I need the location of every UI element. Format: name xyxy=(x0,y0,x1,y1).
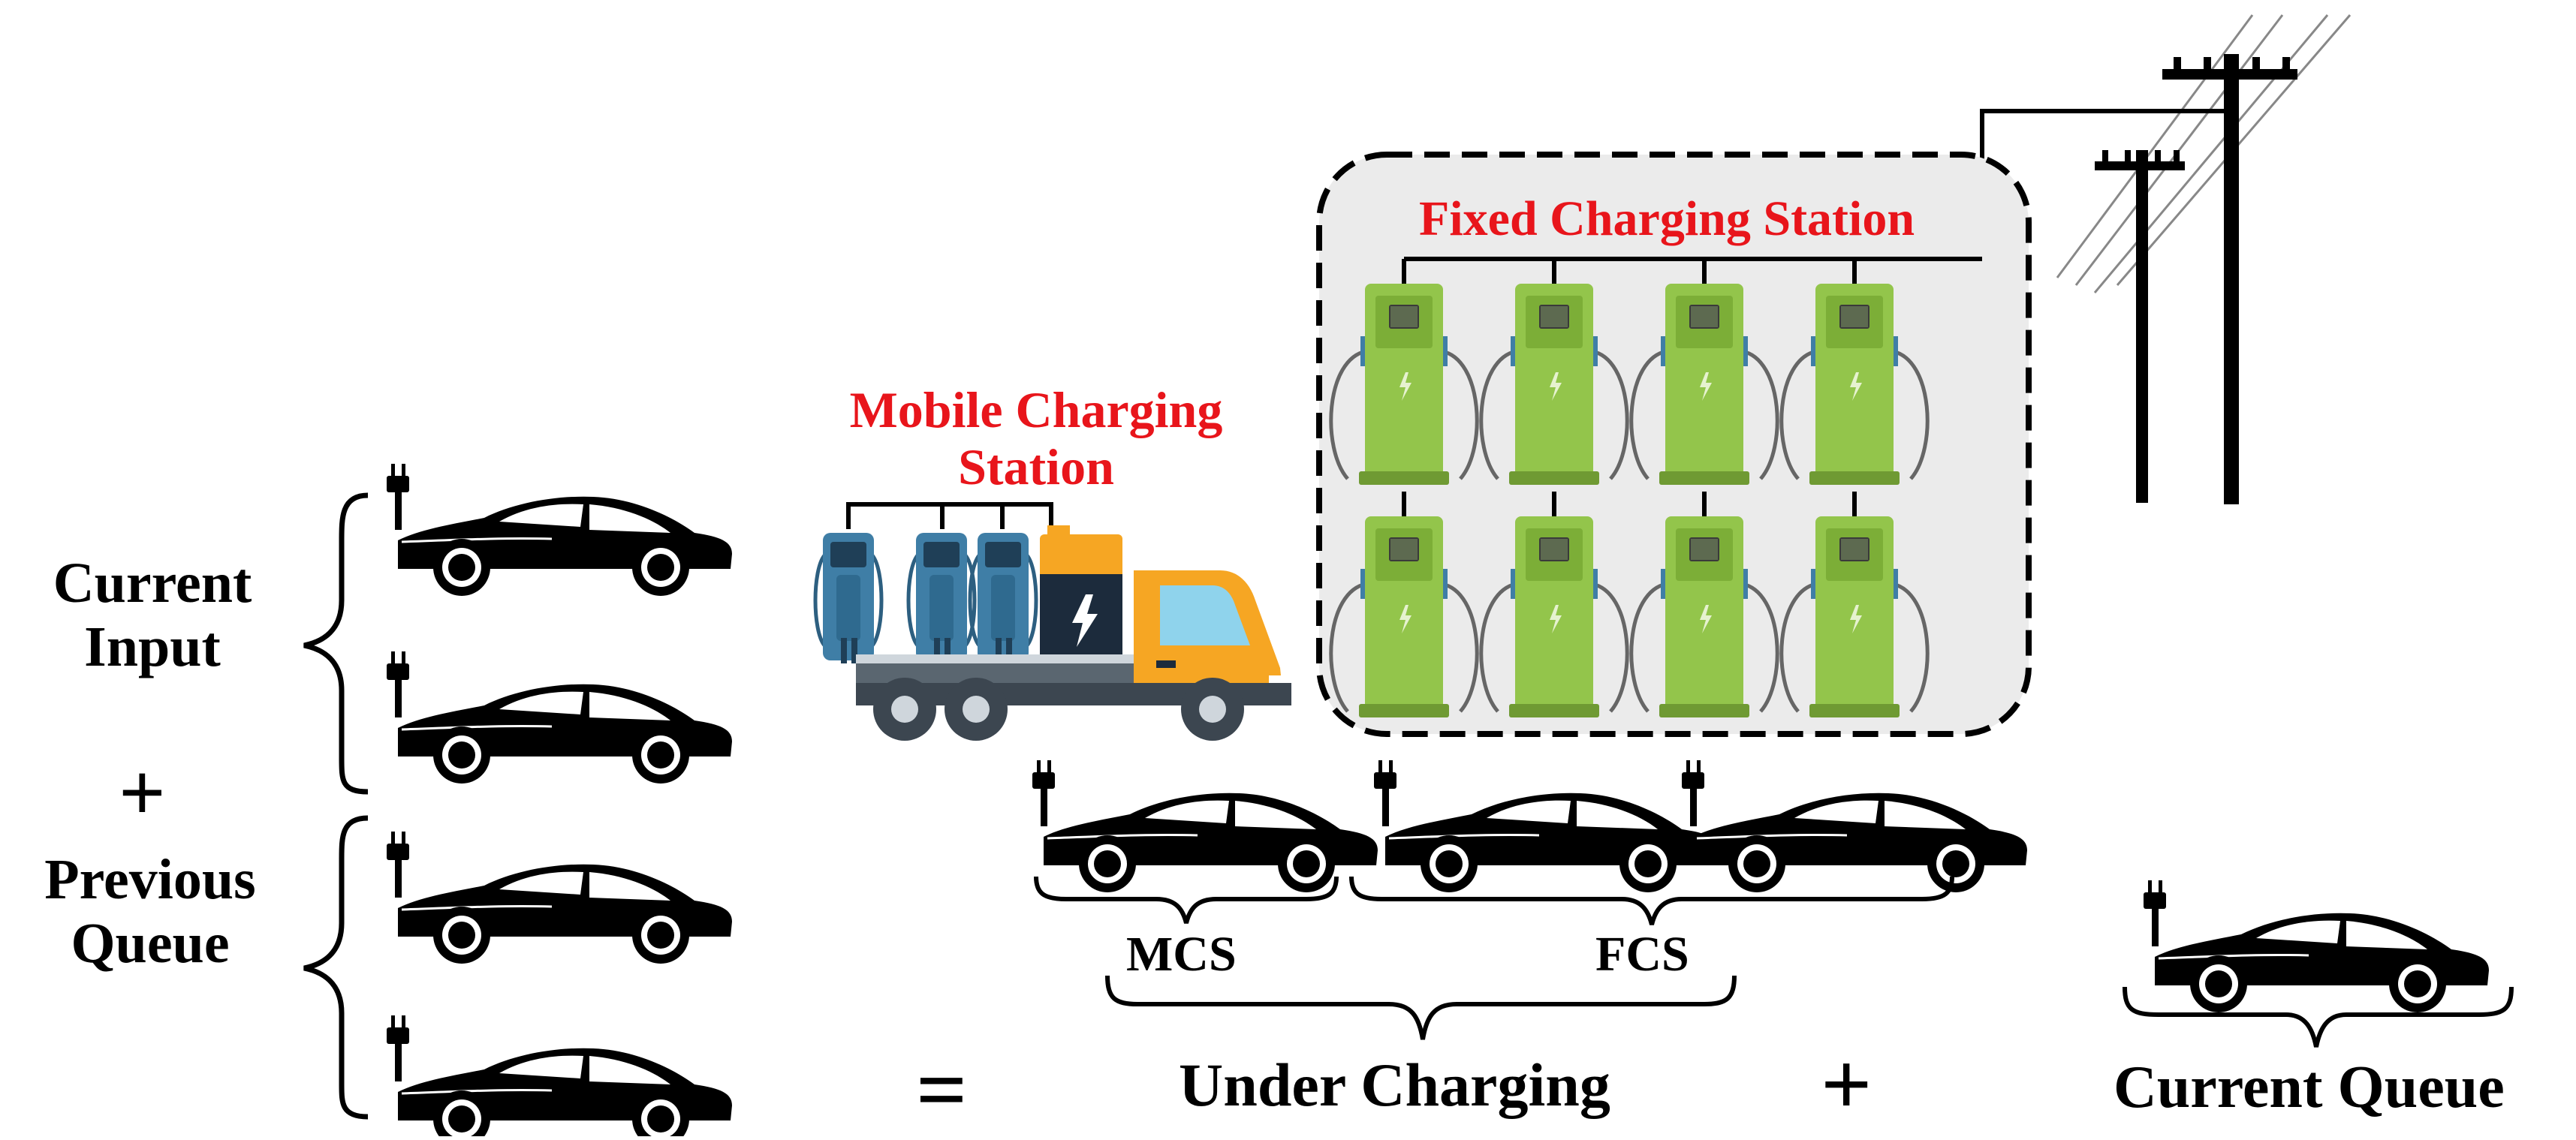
brace-current-input xyxy=(303,492,369,795)
battery-icon xyxy=(1040,525,1122,660)
current-input-line1: Current xyxy=(53,552,252,615)
ev-car-icon xyxy=(385,462,734,597)
current-queue-label: Current Queue xyxy=(2114,1054,2505,1120)
ev-car-icon xyxy=(385,830,734,965)
fixed-station-label: Fixed Charging Station xyxy=(1419,191,1915,246)
previous-queue-line2: Queue xyxy=(71,912,230,976)
charger-icon xyxy=(908,533,975,663)
brace-current-queue xyxy=(2123,986,2514,1048)
ev-car-icon xyxy=(1372,759,1721,894)
ev-car-icon xyxy=(1680,759,2029,894)
equals-sign: = xyxy=(916,1039,968,1139)
previous-queue-label: Previous Queue xyxy=(8,848,293,976)
plus-left: + xyxy=(119,747,166,838)
ev-car-icon xyxy=(385,650,734,785)
previous-queue-line1: Previous xyxy=(44,848,256,911)
current-input-line2: Input xyxy=(84,615,221,679)
ev-car-icon xyxy=(1031,759,1379,894)
mobile-station-line1: Mobile Charging xyxy=(849,381,1223,438)
charger-icon xyxy=(815,533,881,663)
under-charging-label: Under Charging xyxy=(1179,1051,1610,1119)
ev-car-icon xyxy=(385,1014,734,1136)
truck-icon xyxy=(815,502,1291,741)
fixed-charging-station-box xyxy=(1316,152,2032,737)
plus-right: + xyxy=(1821,1034,1872,1134)
mobile-station-label: Mobile Charging Station xyxy=(826,381,1246,495)
brace-mcs xyxy=(1034,876,1339,924)
brace-under-charging xyxy=(1105,975,1737,1040)
mcs-label: MCS xyxy=(1126,927,1237,982)
mobile-station-line2: Station xyxy=(958,438,1114,496)
charger-icon xyxy=(970,533,1036,663)
brace-fcs xyxy=(1349,876,1954,925)
ev-car-icon xyxy=(2142,879,2490,1014)
current-input-label: Current Input xyxy=(14,552,291,679)
fcs-label: FCS xyxy=(1595,927,1689,982)
brace-previous-queue xyxy=(303,815,369,1120)
